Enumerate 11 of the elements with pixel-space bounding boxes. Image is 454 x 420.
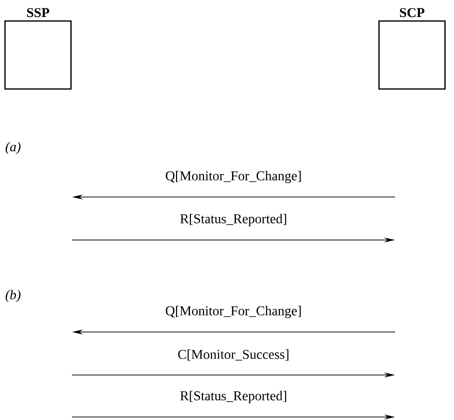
panel-label: (a) xyxy=(6,142,21,154)
message-label: C[Monitor_Success] xyxy=(176,348,290,362)
process-box: SCP xyxy=(378,8,446,90)
node-label: SSP xyxy=(27,8,50,18)
message-label: Q[Monitor_For_Change] xyxy=(164,170,303,184)
message-label: R[Status_Reported] xyxy=(178,390,288,404)
message-label: R[Status_Reported] xyxy=(178,212,288,228)
node-label: SCP xyxy=(400,8,424,18)
panel-label: (b) xyxy=(6,290,21,302)
message-label: Q[Monitor_For_Change] xyxy=(164,304,303,320)
process-box: SSP xyxy=(4,8,72,90)
